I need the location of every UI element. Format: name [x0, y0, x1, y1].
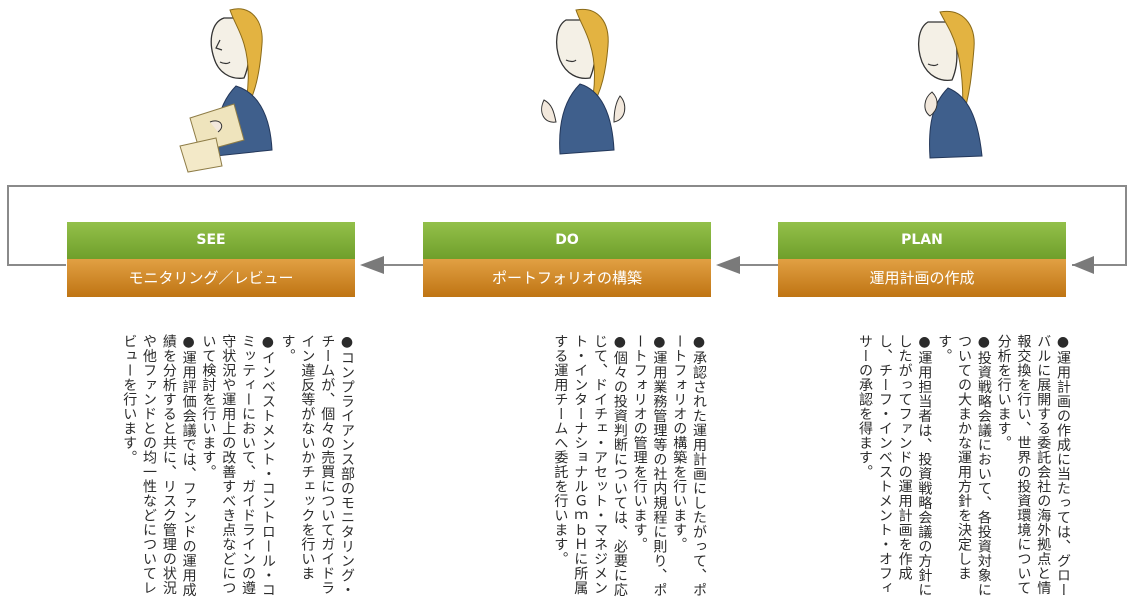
- stage-plan-subtitle: 運用計画の作成: [778, 259, 1066, 297]
- plan-bullet: ●運用担当者は、投資戦略会議の方針にしたがってファンドの運用計画を作成し、チーフ…: [857, 334, 933, 597]
- see-bullet: ●運用評価会議では、ファンドの運用成績を分析すると共に、リスク管理の状況や他ファ…: [121, 334, 197, 597]
- see-bullet: ●コンプライアンス部のモニタリング・チームが、個々の売買についてガイドライン違反…: [279, 334, 355, 597]
- plan-description: ●運用計画の作成に当たっては、グローバルに展開する委託会社の海外拠点と情報交換を…: [785, 334, 1072, 604]
- woman-thinking-figure-icon: [917, 10, 983, 159]
- do-description: ●承認された運用計画にしたがって、ポートフォリオの構築を行います。 ●運用業務管…: [500, 334, 708, 604]
- do-bullet: ●承認された運用計画にしたがって、ポートフォリオの構築を行います。: [671, 334, 707, 597]
- stage-do: DO ポートフォリオの構築: [423, 222, 711, 297]
- woman-explaining-figure-icon: [541, 8, 626, 155]
- stage-do-subtitle: ポートフォリオの構築: [423, 259, 711, 297]
- see-bullet: ●インベストメント・コントロール・コミッティーにおいて、ガイドラインの遵守状況や…: [200, 334, 276, 597]
- stage-see-title: SEE: [67, 222, 355, 259]
- do-bullet: ●運用業務管理等の社内規程に則り、ポートフォリオの管理を行います。: [631, 334, 668, 597]
- plan-bullet: ●運用計画の作成に当たっては、グローバルに展開する委託会社の海外拠点と情報交換を…: [995, 334, 1071, 597]
- stage-plan-title: PLAN: [778, 222, 1066, 259]
- see-description: ●コンプライアンス部のモニタリング・チームが、個々の売買についてガイドライン違反…: [66, 334, 356, 604]
- stage-do-title: DO: [423, 222, 711, 259]
- stage-see-subtitle: モニタリング／レビュー: [67, 259, 355, 297]
- stage-see: SEE モニタリング／レビュー: [67, 222, 355, 297]
- do-bullet: ●個々の投資判断については、必要に応じて、ドイチェ・アセット・マネジメント・イン…: [552, 334, 628, 597]
- woman-reading-figure-icon: [179, 8, 273, 173]
- plan-bullet: ●投資戦略会議において、各投資対象についての大まかな運用方針を決定します。: [936, 334, 992, 597]
- stage-plan: PLAN 運用計画の作成: [778, 222, 1066, 297]
